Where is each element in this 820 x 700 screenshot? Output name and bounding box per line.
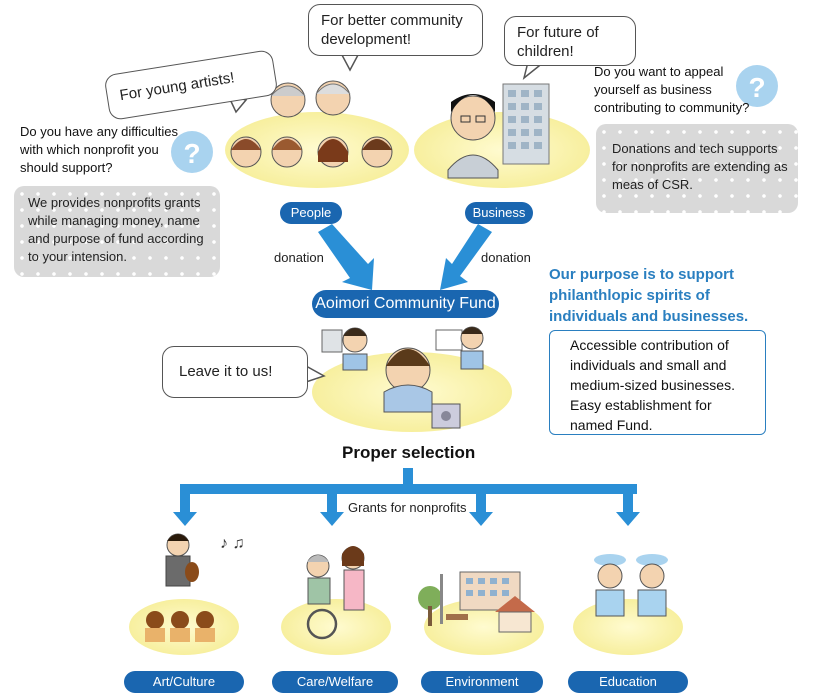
business-platform bbox=[414, 112, 590, 188]
grants-arrows bbox=[173, 468, 640, 526]
town-buildings-icon bbox=[418, 571, 535, 633]
donation-label-right: donation bbox=[481, 250, 531, 265]
question-mark-icon: ? bbox=[736, 65, 778, 107]
office-building-icon bbox=[502, 83, 550, 165]
svg-text:♪ ♫: ♪ ♫ bbox=[220, 535, 244, 552]
speech-bubble-community: For better community development! bbox=[308, 4, 483, 56]
category-environment: Environment bbox=[421, 671, 543, 693]
people-label: People bbox=[280, 202, 342, 224]
business-label: Business bbox=[465, 202, 533, 224]
purpose-body: Accessible contribution of individuals a… bbox=[549, 330, 766, 435]
fund-name-badge: Aoimori Community Fund bbox=[312, 290, 499, 318]
people-group-icon bbox=[230, 80, 393, 168]
donation-label-left: donation bbox=[274, 250, 324, 265]
businessman-icon bbox=[447, 94, 499, 179]
people-platform bbox=[225, 112, 409, 188]
svg-text:?: ? bbox=[748, 72, 765, 103]
info-box-grants: We provides nonprofits grants while mana… bbox=[14, 186, 220, 277]
category-education: Education bbox=[568, 671, 688, 693]
donation-arrow-left bbox=[318, 224, 374, 290]
info-box-donations: Donations and tech supports for nonprofi… bbox=[596, 124, 798, 213]
proper-selection-title: Proper selection bbox=[342, 443, 476, 462]
wheelchair-care-icon bbox=[306, 546, 365, 640]
question-appeal: Do you want to appeal yourself as busine… bbox=[594, 64, 750, 115]
svg-text:?: ? bbox=[183, 138, 200, 169]
speech-bubble-children: For future of children! bbox=[504, 16, 636, 66]
category-art-culture: Art/Culture bbox=[124, 671, 244, 693]
fund-staff-icon bbox=[321, 326, 484, 429]
violinist-icon: ♪ ♫ bbox=[165, 533, 244, 587]
question-mark-icon: ? bbox=[171, 131, 213, 173]
purpose-heading: Our purpose is to support philanthlopic … bbox=[549, 266, 749, 325]
category-care-welfare: Care/Welfare bbox=[272, 671, 398, 693]
donation-arrow-right bbox=[440, 224, 492, 290]
grants-label: Grants for nonprofits bbox=[346, 500, 469, 515]
students-icon bbox=[594, 554, 668, 617]
audience-icon bbox=[145, 611, 215, 642]
question-difficulties: Do you have any difficulties with which … bbox=[20, 124, 179, 175]
speech-bubble-leave-it: Leave it to us! bbox=[162, 346, 308, 398]
